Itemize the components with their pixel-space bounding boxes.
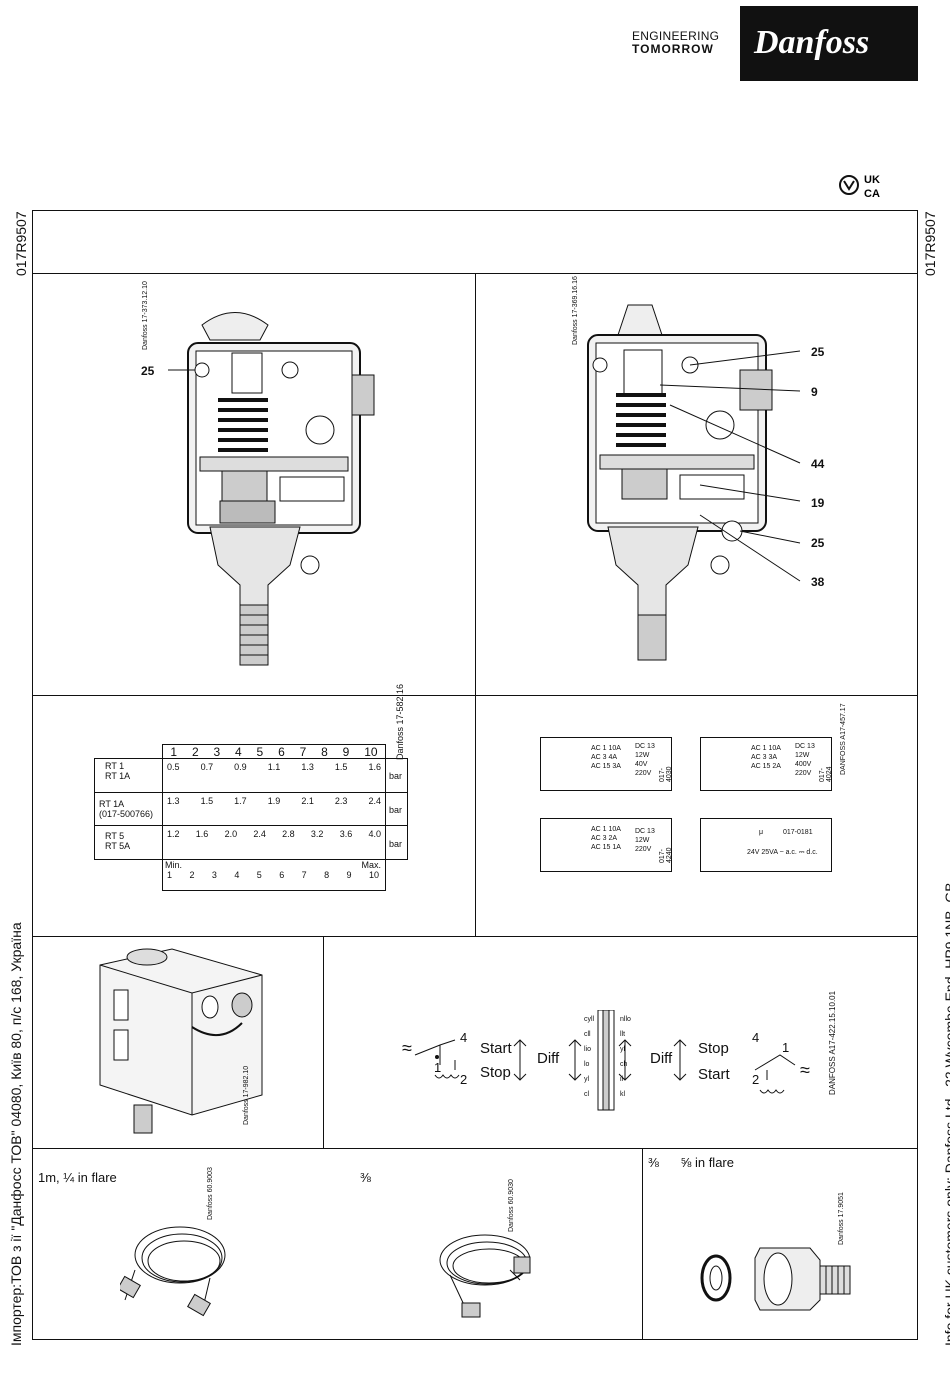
- fig1-callout: 25: [141, 364, 155, 378]
- fig2-code: Danfoss 17-369.16.16: [572, 276, 579, 345]
- content-frame: [32, 210, 918, 1340]
- switch-diagram: [395, 1009, 815, 1125]
- switch-right-start: Start: [698, 1066, 730, 1083]
- accessory-3-caption: ⅜ ⅝ in flare: [648, 1155, 734, 1170]
- logo-text: Danfoss: [754, 24, 870, 61]
- mounting-drawing: [99, 948, 263, 1134]
- rt-section-drawing: [168, 312, 375, 666]
- scale-code: Danfoss 17-582.16: [395, 683, 405, 760]
- tagline-line1: ENGINEERING: [632, 29, 720, 43]
- uk-customer-info: Info for UK customers only: Danfoss Ltd.…: [942, 882, 950, 1346]
- switch-right-stop: Stop: [698, 1040, 729, 1057]
- svg-text:CA: CA: [864, 188, 880, 200]
- danfoss-logo: Danfoss: [740, 6, 918, 81]
- row2-model: RT 1A(017-500766): [99, 799, 154, 819]
- mounting-figure: [92, 945, 272, 1140]
- row1-unit: bar: [389, 771, 403, 781]
- switch-right-t4: 4: [752, 1030, 760, 1045]
- ukca-mark: UK CA: [838, 172, 898, 207]
- ukca-icon: UK CA: [839, 174, 880, 200]
- importer-info: Імпортер:ТОВ з ії "Данфосс ТОВ" 04080, К…: [8, 922, 24, 1346]
- ac-symbol-left: ≈: [402, 1038, 412, 1058]
- switch-diagram-drawing: [414, 1009, 796, 1111]
- ac-symbol-right: ≈: [800, 1060, 810, 1080]
- rt-a-section-drawing: [587, 304, 801, 661]
- switch-left-t2: 2: [460, 1072, 468, 1087]
- capillary-tube-1: [117, 1210, 240, 1325]
- accessory-2-code: Danfoss 60.9030: [508, 1179, 515, 1232]
- mounting-code: Danfoss 17-982.10: [243, 1065, 250, 1125]
- capillary-tube-2: [430, 1225, 540, 1330]
- switch-left-start: Start: [480, 1040, 512, 1057]
- switch-left-stop: Stop: [480, 1064, 511, 1081]
- fig2-callout-5: 25: [811, 536, 825, 550]
- capillary-2-drawing: [439, 1234, 531, 1318]
- flare-nut-drawing: [700, 1247, 851, 1311]
- fig-section-rt: [140, 295, 380, 680]
- tagline-line2: TOMORROW: [632, 42, 714, 56]
- accessory-1-code: Danfoss 60.9003: [207, 1167, 214, 1220]
- fig2-callout-1: 25: [811, 345, 825, 359]
- switch-left-diff: Diff: [537, 1050, 560, 1067]
- labels-code: DANFOSS A17-457.17: [840, 703, 847, 775]
- switch-left-t1: 1: [434, 1060, 442, 1075]
- row3-unit: bar: [389, 839, 403, 849]
- fig2-callout-4: 19: [811, 496, 825, 510]
- switch-code: DANFOSS A17-422.15.10.01: [828, 990, 837, 1095]
- switch-right-t1: 1: [782, 1040, 790, 1055]
- fig-section-rt-a: [580, 295, 820, 680]
- accessory-3-code: Danfoss 17.9051: [838, 1192, 845, 1245]
- row2-unit: bar: [389, 805, 403, 815]
- doc-id-right: 017R9507: [922, 211, 938, 276]
- fig2-callout-6: 38: [811, 575, 825, 589]
- doc-id-left: 017R9507: [13, 211, 29, 276]
- switch-right-diff: Diff: [650, 1050, 673, 1067]
- contact-label-4: μ 017-0181 24V 25VA ~ a.c. ⎓ d.c.: [700, 818, 832, 872]
- tagline: ENGINEERING TOMORROW: [632, 30, 719, 56]
- svg-text:UK: UK: [864, 174, 880, 186]
- switch-right-t2: 2: [752, 1072, 760, 1087]
- accessory-2-caption: ⅜: [360, 1170, 371, 1185]
- capillary-1-drawing: [117, 1226, 226, 1317]
- fig1-code: Danfoss 17-373.12.10: [142, 281, 149, 350]
- fig2-callout-2: 9: [811, 385, 818, 399]
- accessory-1-caption: 1m, ¼ in flare: [38, 1170, 117, 1185]
- flare-nut: [700, 1230, 870, 1335]
- switch-left-t4: 4: [460, 1030, 468, 1045]
- fig2-callout-3: 44: [811, 457, 825, 471]
